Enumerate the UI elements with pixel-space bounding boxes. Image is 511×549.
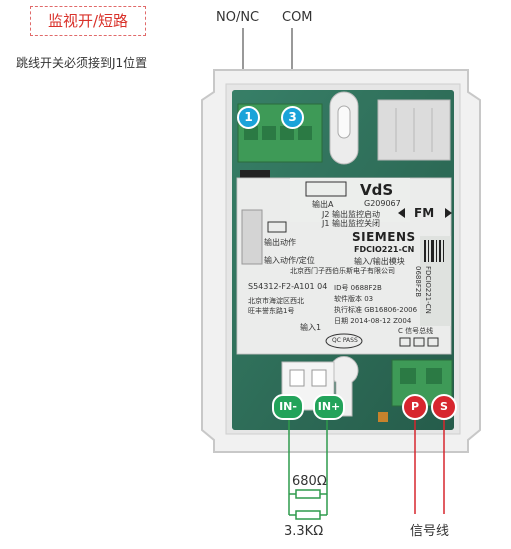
com-label: COM (282, 10, 313, 25)
cert-number: G209067 (364, 199, 401, 208)
p-terminal-tag: P (402, 394, 428, 420)
in-plus-tag: IN+ (313, 394, 345, 420)
bus-label: C 信号总线 (398, 327, 434, 335)
resistor-680-label: 680Ω (292, 474, 327, 489)
maker-name: 北京西门子西伯乐斯电子有限公司 (290, 267, 395, 275)
id-line: ID号 0688F2B (334, 284, 382, 292)
input-1-label: 输入1 (300, 323, 322, 332)
output-action-label: 输出动作 (264, 238, 296, 247)
fm-mark: FM (414, 206, 435, 220)
vds-mark: VdS (360, 181, 394, 199)
output-a-label: 输出A (312, 200, 334, 209)
terminal-3-badge: 3 (281, 106, 304, 129)
s-terminal-tag: S (431, 394, 457, 420)
resistor-3k3-label: 3.3KΩ (284, 524, 324, 539)
side-id: 0688F2B (414, 266, 422, 298)
barcode (424, 240, 444, 262)
jumper-note: 跳线开关必须接到J1位置 (16, 56, 148, 70)
software-line: 软件版本 03 (334, 295, 374, 303)
serial-number: S54312-F2-A101 04 (248, 282, 328, 291)
terminal-1-badge: 1 (237, 106, 260, 129)
j1-label: J1 输出监控关闭 (322, 219, 380, 228)
j2-label: J2 输出监控启动 (322, 210, 380, 219)
model-name: FDCIO221-CN (354, 245, 415, 254)
date-line: 日期 2014-08-12 Z004 (334, 317, 412, 325)
side-model: FDCIO221-CN (424, 266, 432, 314)
brand-name: SIEMENS (352, 230, 416, 244)
title-text: 监视开/短路 (47, 12, 129, 30)
signal-line-label: 信号线 (410, 524, 450, 539)
address-line-1: 北京市海淀区西北 (248, 297, 304, 305)
address-line-2: 旺丰誉东路1号 (248, 307, 295, 315)
standard-line: 执行标准 GB16806-2006 (334, 306, 418, 314)
module-subtitle: 输入/输出模块 (354, 257, 405, 266)
qc-pass: QC PASS (332, 337, 358, 344)
input-action-label: 输入动作/定位 (264, 256, 315, 265)
wiring (288, 415, 328, 520)
in-minus-tag: IN- (272, 394, 304, 420)
nonc-label: NO/NC (216, 10, 260, 25)
title-box: 监视开/短路 (30, 6, 146, 36)
